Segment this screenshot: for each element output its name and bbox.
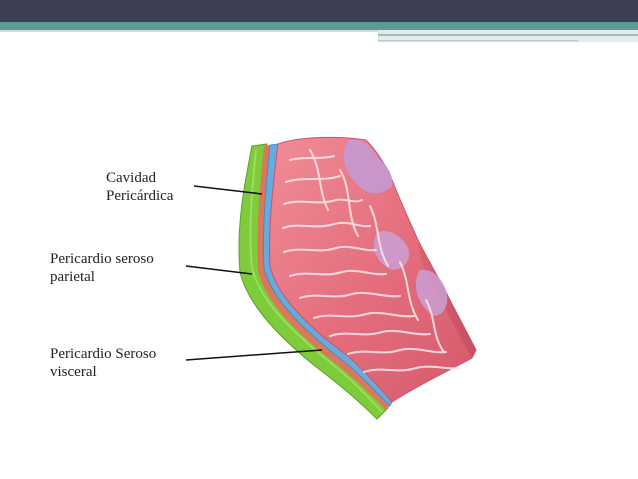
endocardium-patch-top: [343, 139, 393, 194]
header-bar-dark: [0, 0, 638, 22]
label-pericardio-seroso-parietal: Pericardio seroso parietal: [50, 250, 154, 286]
label-visceral-line1: Pericardio Seroso: [50, 346, 157, 362]
header-bar-teal: [0, 22, 638, 30]
label-cavidad-pericardica: Cavidad Pericárdica: [106, 169, 173, 205]
label-visceral-line2: visceral: [50, 364, 97, 380]
label-pericardio-seroso-visceral: Pericardio Seroso visceral: [50, 345, 156, 381]
header-accent-lines: [0, 30, 638, 42]
endocardium-patch-mid: [374, 230, 410, 270]
leader-line-parietal: [185, 265, 253, 275]
label-cavidad-line1: Cavidad: [106, 170, 156, 186]
muscle-fiber-highlights: [282, 149, 461, 373]
label-cavidad-line2: Pericárdica: [106, 188, 174, 204]
label-parietal-line1: Pericardio seroso: [50, 251, 154, 267]
leader-line-visceral: [185, 349, 323, 361]
leader-line-cavidad: [193, 185, 263, 195]
label-parietal-line2: parietal: [50, 269, 95, 285]
endocardium-patch-low: [416, 269, 448, 316]
